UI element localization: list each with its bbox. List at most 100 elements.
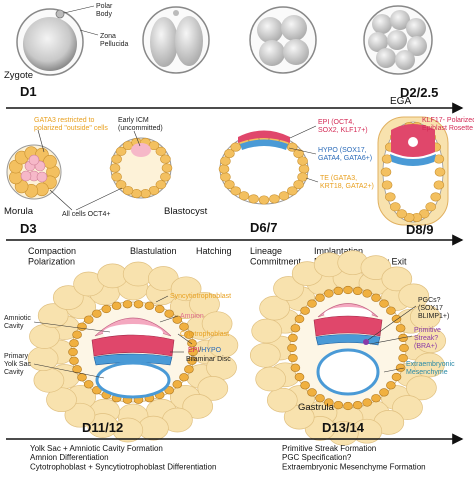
trophectoderm-cell [297,156,308,166]
syncytiotrophoblast-cell [207,332,239,358]
trophectoderm-cell [109,163,121,173]
trophectoderm-cell [111,172,122,182]
label-morula: Morula [4,206,34,217]
label-cytotrophoblast: Cytotrophoblast [180,331,229,338]
trophectoderm-cell [430,192,442,202]
syncytiotrophoblast-cell [29,324,60,349]
cytotrophoblast-cell [187,356,197,365]
cytotrophoblast-cell [307,299,317,308]
syncytiotrophoblast-cell [266,387,298,413]
cytotrophoblast-cell [154,304,165,314]
cytotrophoblast-cell [172,380,183,389]
cytotrophoblast-cell [83,380,94,389]
morula-inner-cell [36,171,48,183]
cytotrophoblast-cell [290,324,301,333]
cytotrophoblast-cell [300,381,310,390]
syncytiotrophoblast-cell [37,303,69,328]
early-icm-pointer [133,130,141,147]
cytotrophoblast-cell [179,322,189,331]
cytotrophoblast-cell [111,301,122,310]
cytotrophoblast-cell [343,401,353,411]
label-epi-hypo: EPI/HYPO [188,347,222,354]
trophectoderm-cell [425,202,437,212]
cytotrophoblast-cell [333,286,344,296]
trophectoderm-cell [384,192,396,202]
label-blastocyst: Blastocyst [164,206,208,217]
syncytiotrophoblast-cell [189,291,220,317]
cytotrophoblast-cell [386,381,396,390]
trophectoderm-cell [160,172,171,182]
cytotrophoblast-cell [69,339,79,348]
syncytiotrophoblast-cell [27,346,59,372]
syncytiotrophoblast-cell [197,376,229,401]
eight-cell-embryo [363,5,433,75]
trophectoderm-cell [433,180,445,190]
trophectoderm-cell [293,179,304,190]
label-epi: EPI (OCT4,SOX2, KLF17+) [318,119,368,134]
day-d1314: D13/14 [322,420,365,435]
label-syncytio: Syncytiotrophoblast [170,293,231,300]
amniotic-pointer [33,321,111,333]
trophectoderm-cell [293,148,304,159]
trophectoderm-cell [278,191,290,201]
syncytiotrophoblast-cell [46,387,77,413]
trophectoderm-cell [224,148,235,159]
cytotrophoblast-cell [144,301,155,310]
syncytiotrophoblast-cell [255,366,287,392]
trophectoderm-cell [111,154,122,164]
lineage-blastocyst [218,130,310,205]
trophectoderm-cell [160,154,171,164]
pgcs-pointer [367,305,417,341]
morula-embryo [6,144,62,200]
label-hypo: HYPO (SOX17,GATA4, GATA6+) [318,147,372,162]
cytotrophoblast-cell [83,315,94,324]
cytotrophoblast-cell [307,388,317,397]
zona-pointer [79,29,99,36]
day-d89: D8/9 [406,222,433,237]
cytotrophoblast-cell [395,363,406,372]
cytotrophoblast-cell [187,339,197,348]
trophectoderm-cell [155,146,167,156]
trophectoderm-cell [380,167,392,177]
label-all-cells: All cells OCT4+ [62,211,110,218]
trophectoderm-cell [155,180,167,190]
cytotrophoblast-cell [287,343,297,353]
cytotrophoblast-cell [101,304,112,314]
syncytiotrophoblast-cell [251,318,283,344]
cytotrophoblast-cell [379,388,389,397]
day-d3: D3 [20,221,37,236]
syncytiotrophoblast-cell [406,375,437,401]
event-hatching: Hatching [196,246,232,256]
cytotrophoblast-cell [179,373,189,382]
cytotrophoblast-cell [184,330,194,339]
d13-embryo [249,250,447,446]
syncytiotrophoblast-cell [259,295,290,321]
trophectoderm-cell [122,185,134,196]
trophectoderm-cell [396,209,408,219]
zygote-cell [16,8,84,76]
label-amnion: Amnion [180,313,204,320]
cytotrophoblast-cell [391,372,402,382]
cytotrophoblast-cell [300,306,310,315]
label-bilaminar: Bilaminar Disc [186,356,231,363]
cytotrophoblast-cell [288,333,298,343]
cytotrophoblast-cell [362,398,373,407]
trophectoderm-cell [381,180,393,190]
streak-pointer [369,335,413,345]
cytotrophoblast-cell [92,309,102,318]
cytotrophoblast-cell [371,293,381,302]
trophectoderm-cell [218,164,230,174]
trophectoderm-cell [115,146,127,156]
trophectoderm-cell [258,195,270,205]
cytotrophoblast-cell [315,293,325,302]
trophectoderm-cell [140,189,151,199]
cytotrophoblast-cell [188,347,198,357]
label-te: TE (GATA3,KRT18, GATA2+) [320,175,374,190]
trophectoderm-cell [115,180,127,190]
d11-embryo [27,261,239,443]
event-ega: EGA [390,96,411,107]
label-epi-part: EPI [188,347,199,354]
